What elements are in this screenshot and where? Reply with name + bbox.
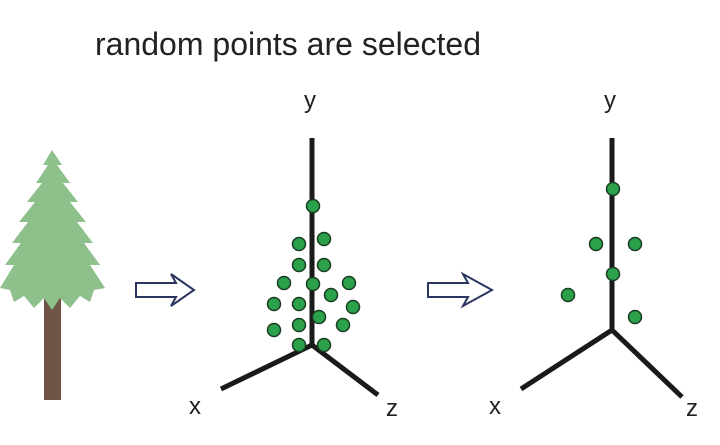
arrow-right-icon	[135, 273, 196, 307]
point	[605, 266, 621, 282]
z-axis-label: z	[386, 395, 398, 422]
x-axis-line	[519, 327, 614, 392]
point	[266, 296, 282, 312]
tree-trunk	[44, 290, 61, 400]
point	[305, 276, 321, 292]
y-axis-label: y	[604, 87, 616, 114]
x-axis-label: x	[189, 393, 201, 420]
all-points-plot: y x z	[189, 87, 398, 422]
point	[291, 236, 307, 252]
y-axis-label: y	[304, 87, 316, 114]
x-axis-line	[219, 342, 314, 392]
tree-foliage	[0, 150, 105, 310]
point	[335, 317, 351, 333]
point	[345, 299, 361, 315]
point	[316, 337, 332, 353]
point-cloud	[560, 181, 643, 325]
point	[316, 231, 332, 247]
point	[323, 287, 339, 303]
z-axis-line	[610, 328, 684, 399]
point	[291, 317, 307, 333]
point	[311, 309, 327, 325]
point	[316, 257, 332, 273]
arrow-right-icon	[427, 271, 495, 309]
point	[291, 337, 307, 353]
point	[588, 236, 604, 252]
point	[291, 257, 307, 273]
point	[627, 236, 643, 252]
point	[276, 275, 292, 291]
axes	[219, 138, 380, 397]
axes	[519, 138, 684, 399]
point-cloud	[266, 198, 361, 353]
point	[627, 309, 643, 325]
point	[266, 322, 282, 338]
point	[291, 296, 307, 312]
tree-icon	[0, 150, 105, 400]
selected-points-plot: y x z	[489, 87, 698, 422]
point	[341, 275, 357, 291]
point	[305, 198, 321, 214]
z-axis-label: z	[686, 395, 698, 422]
diagram-title: random points are selected	[95, 26, 481, 62]
point	[605, 181, 621, 197]
point	[560, 287, 576, 303]
z-axis-line	[310, 343, 380, 397]
x-axis-label: x	[489, 393, 501, 420]
